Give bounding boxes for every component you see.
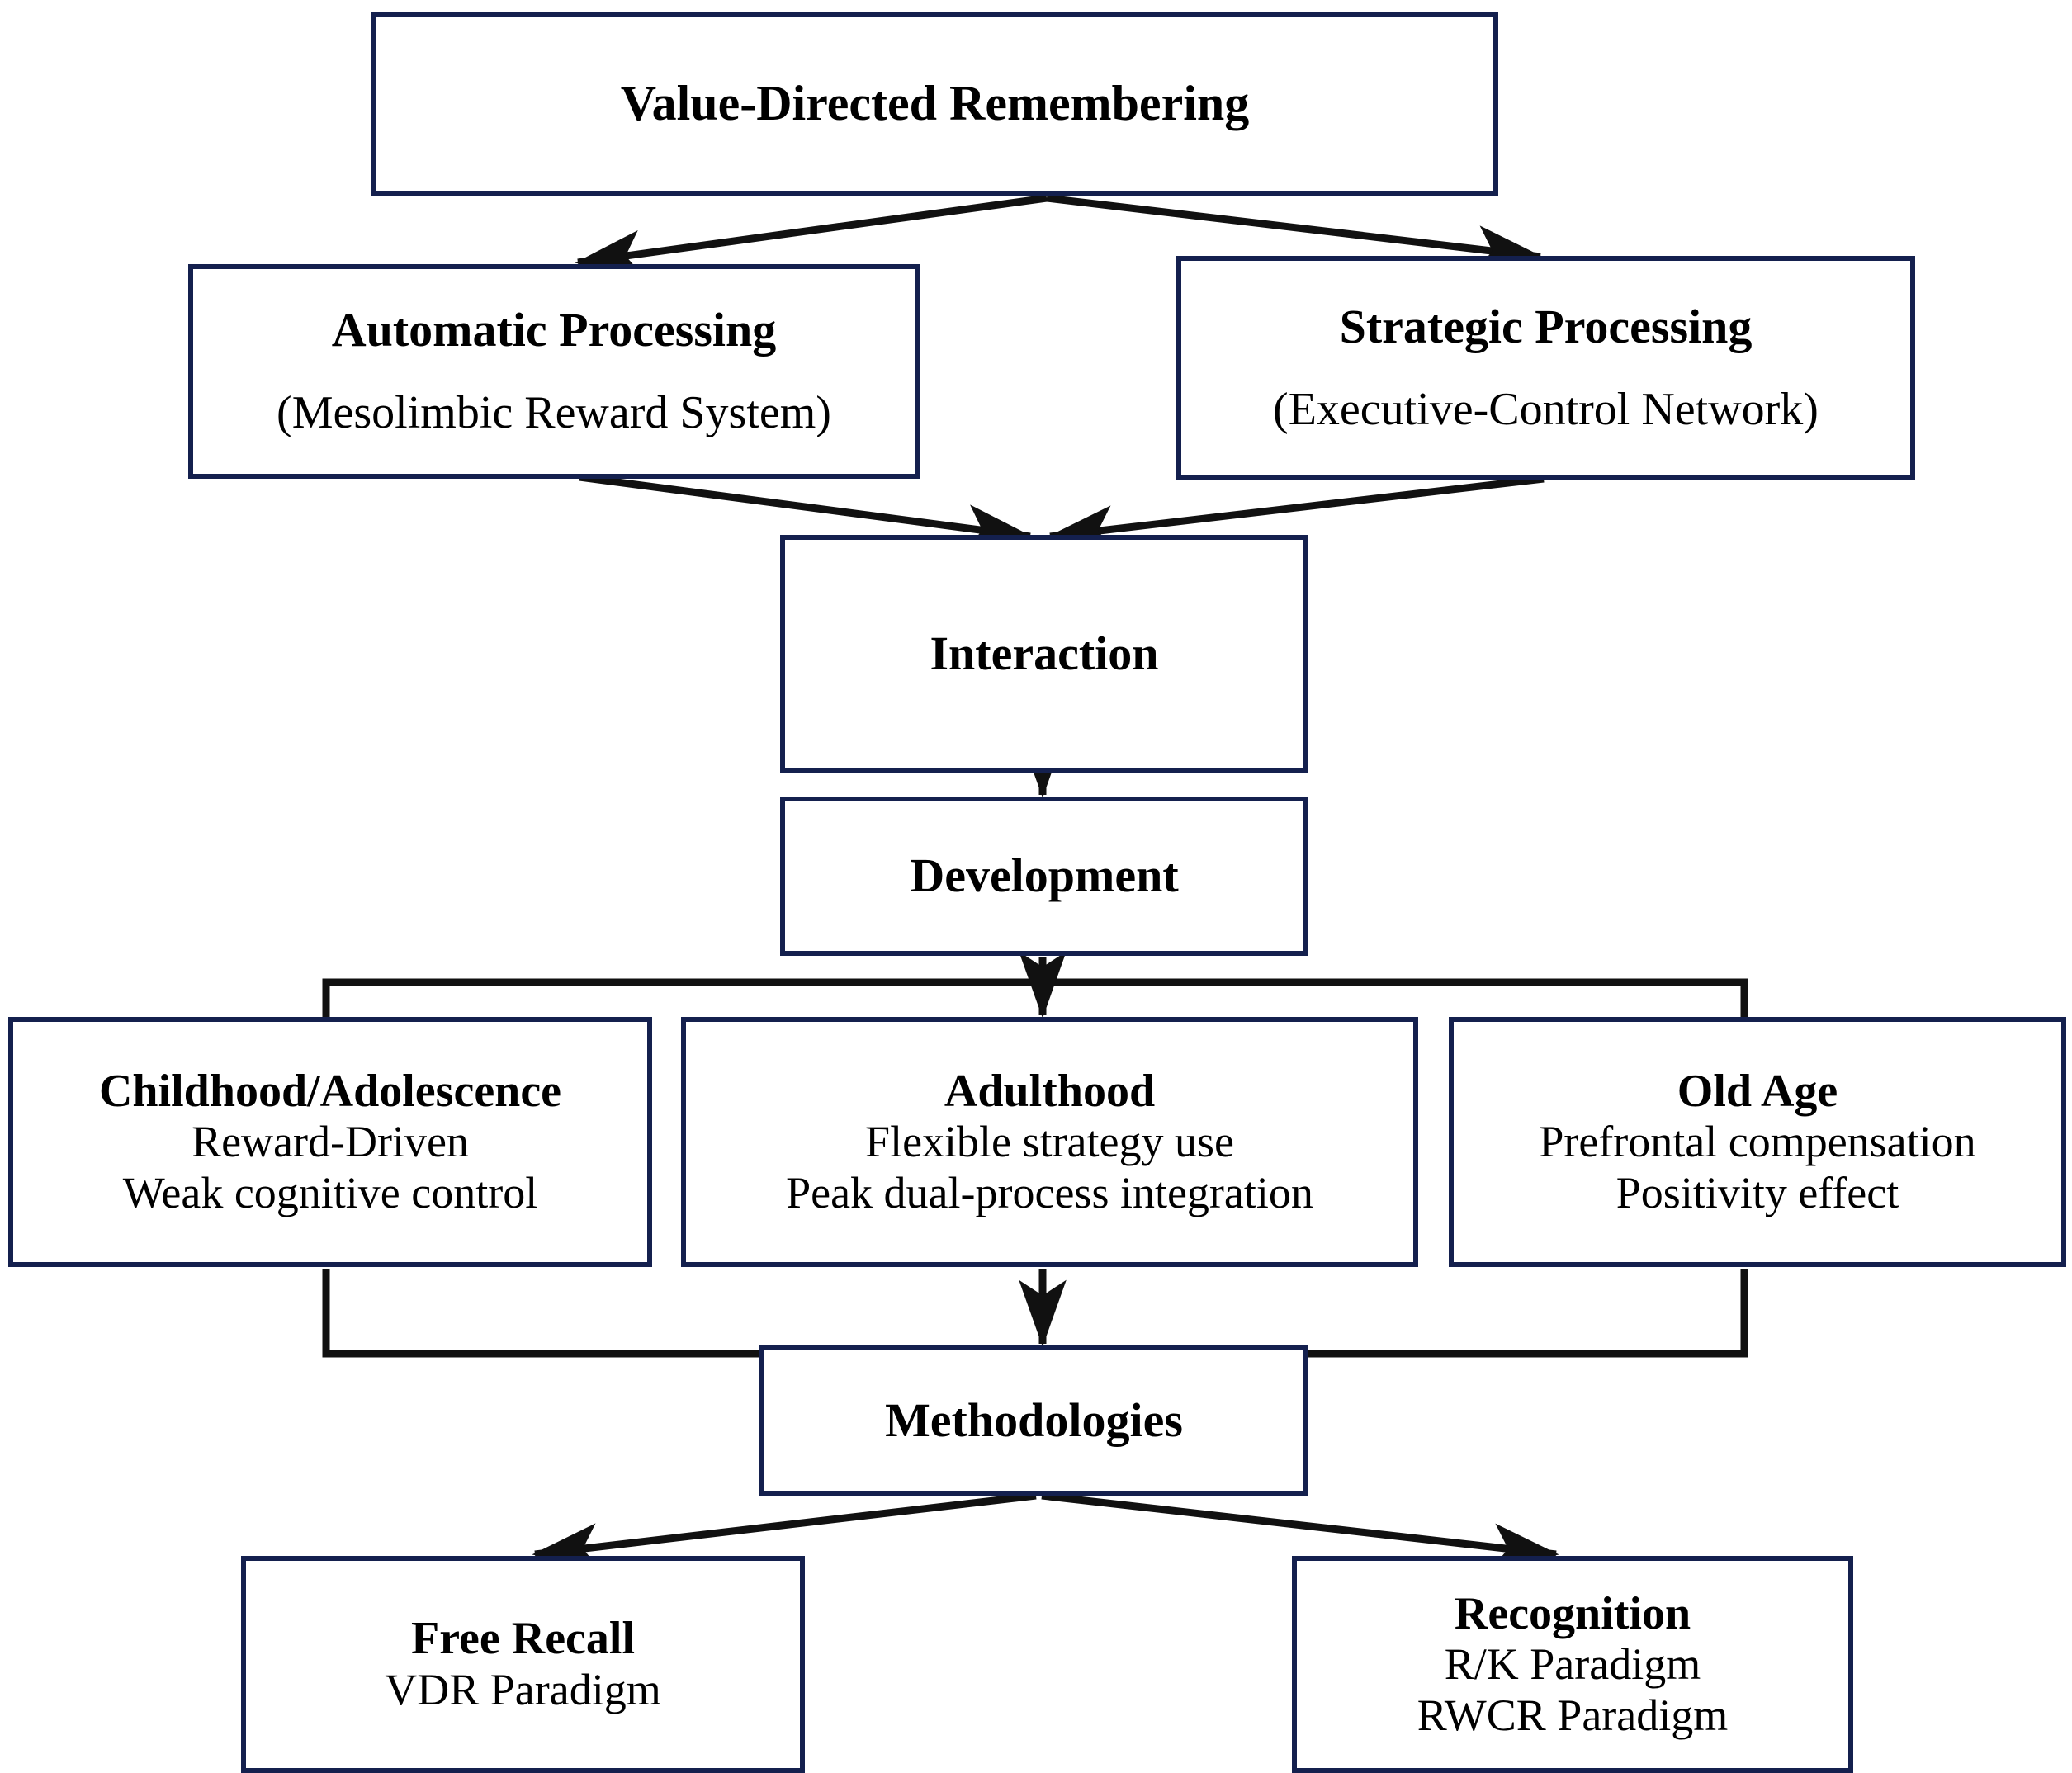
node-subtitle: (Executive-Control Network)	[1273, 383, 1819, 435]
node-free-recall[interactable]: Free Recall VDR Paradigm	[241, 1556, 805, 1773]
node-title: Interaction	[930, 626, 1159, 680]
node-detail-line: Peak dual-process integration	[786, 1167, 1313, 1217]
node-recognition[interactable]: Recognition R/K Paradigm RWCR Paradigm	[1292, 1556, 1853, 1773]
node-title: Development	[910, 849, 1179, 903]
node-title: Methodologies	[885, 1392, 1183, 1447]
node-detail-line: Prefrontal compensation	[1539, 1117, 1976, 1167]
node-detail-line: RWCR Paradigm	[1417, 1690, 1729, 1740]
node-detail-line: Flexible strategy use	[865, 1117, 1234, 1167]
node-detail-line: R/K Paradigm	[1444, 1639, 1701, 1690]
node-interaction[interactable]: Interaction	[780, 535, 1308, 773]
node-title: Free Recall	[410, 1613, 636, 1665]
edge-development-bracket	[322, 978, 1748, 1017]
edge-root-to-strategic	[1046, 194, 1544, 273]
edge-root-to-automatic	[575, 194, 1048, 278]
node-old-age[interactable]: Old Age Prefrontal compensation Positivi…	[1449, 1017, 2066, 1267]
node-title: Automatic Processing	[331, 302, 777, 357]
node-title: Childhood/Adolescence	[98, 1065, 562, 1117]
node-detail-line: Positivity effect	[1615, 1167, 1899, 1217]
node-strategic-processing[interactable]: Strategic Processing (Executive-Control …	[1176, 256, 1915, 480]
node-title: Value-Directed Remembering	[620, 76, 1250, 131]
node-detail-line: Reward-Driven	[192, 1117, 469, 1167]
node-title: Old Age	[1677, 1065, 1838, 1117]
node-title: Recognition	[1454, 1587, 1691, 1639]
edge-methodologies-to-recognition	[1041, 1492, 1559, 1571]
node-title: Adulthood	[944, 1065, 1156, 1117]
node-value-directed-remembering[interactable]: Value-Directed Remembering	[371, 12, 1498, 196]
node-detail-line: Weak cognitive control	[122, 1167, 538, 1217]
edge-automatic-to-interaction	[579, 473, 1034, 552]
node-detail-line: VDR Paradigm	[385, 1665, 661, 1715]
node-title: Strategic Processing	[1339, 299, 1753, 353]
edge-methodologies-to-free-recall	[532, 1492, 1037, 1571]
node-childhood-adolescence[interactable]: Childhood/Adolescence Reward-Driven Weak…	[8, 1017, 652, 1267]
node-subtitle: (Mesolimbic Reward System)	[277, 386, 831, 438]
edge-strategic-to-interaction	[1047, 475, 1545, 553]
node-adulthood[interactable]: Adulthood Flexible strategy use Peak dua…	[681, 1017, 1418, 1267]
node-automatic-processing[interactable]: Automatic Processing (Mesolimbic Reward …	[188, 264, 920, 479]
node-methodologies[interactable]: Methodologies	[759, 1345, 1308, 1496]
edge-lifespan-bracket	[322, 1269, 1748, 1358]
node-development[interactable]: Development	[780, 797, 1308, 956]
